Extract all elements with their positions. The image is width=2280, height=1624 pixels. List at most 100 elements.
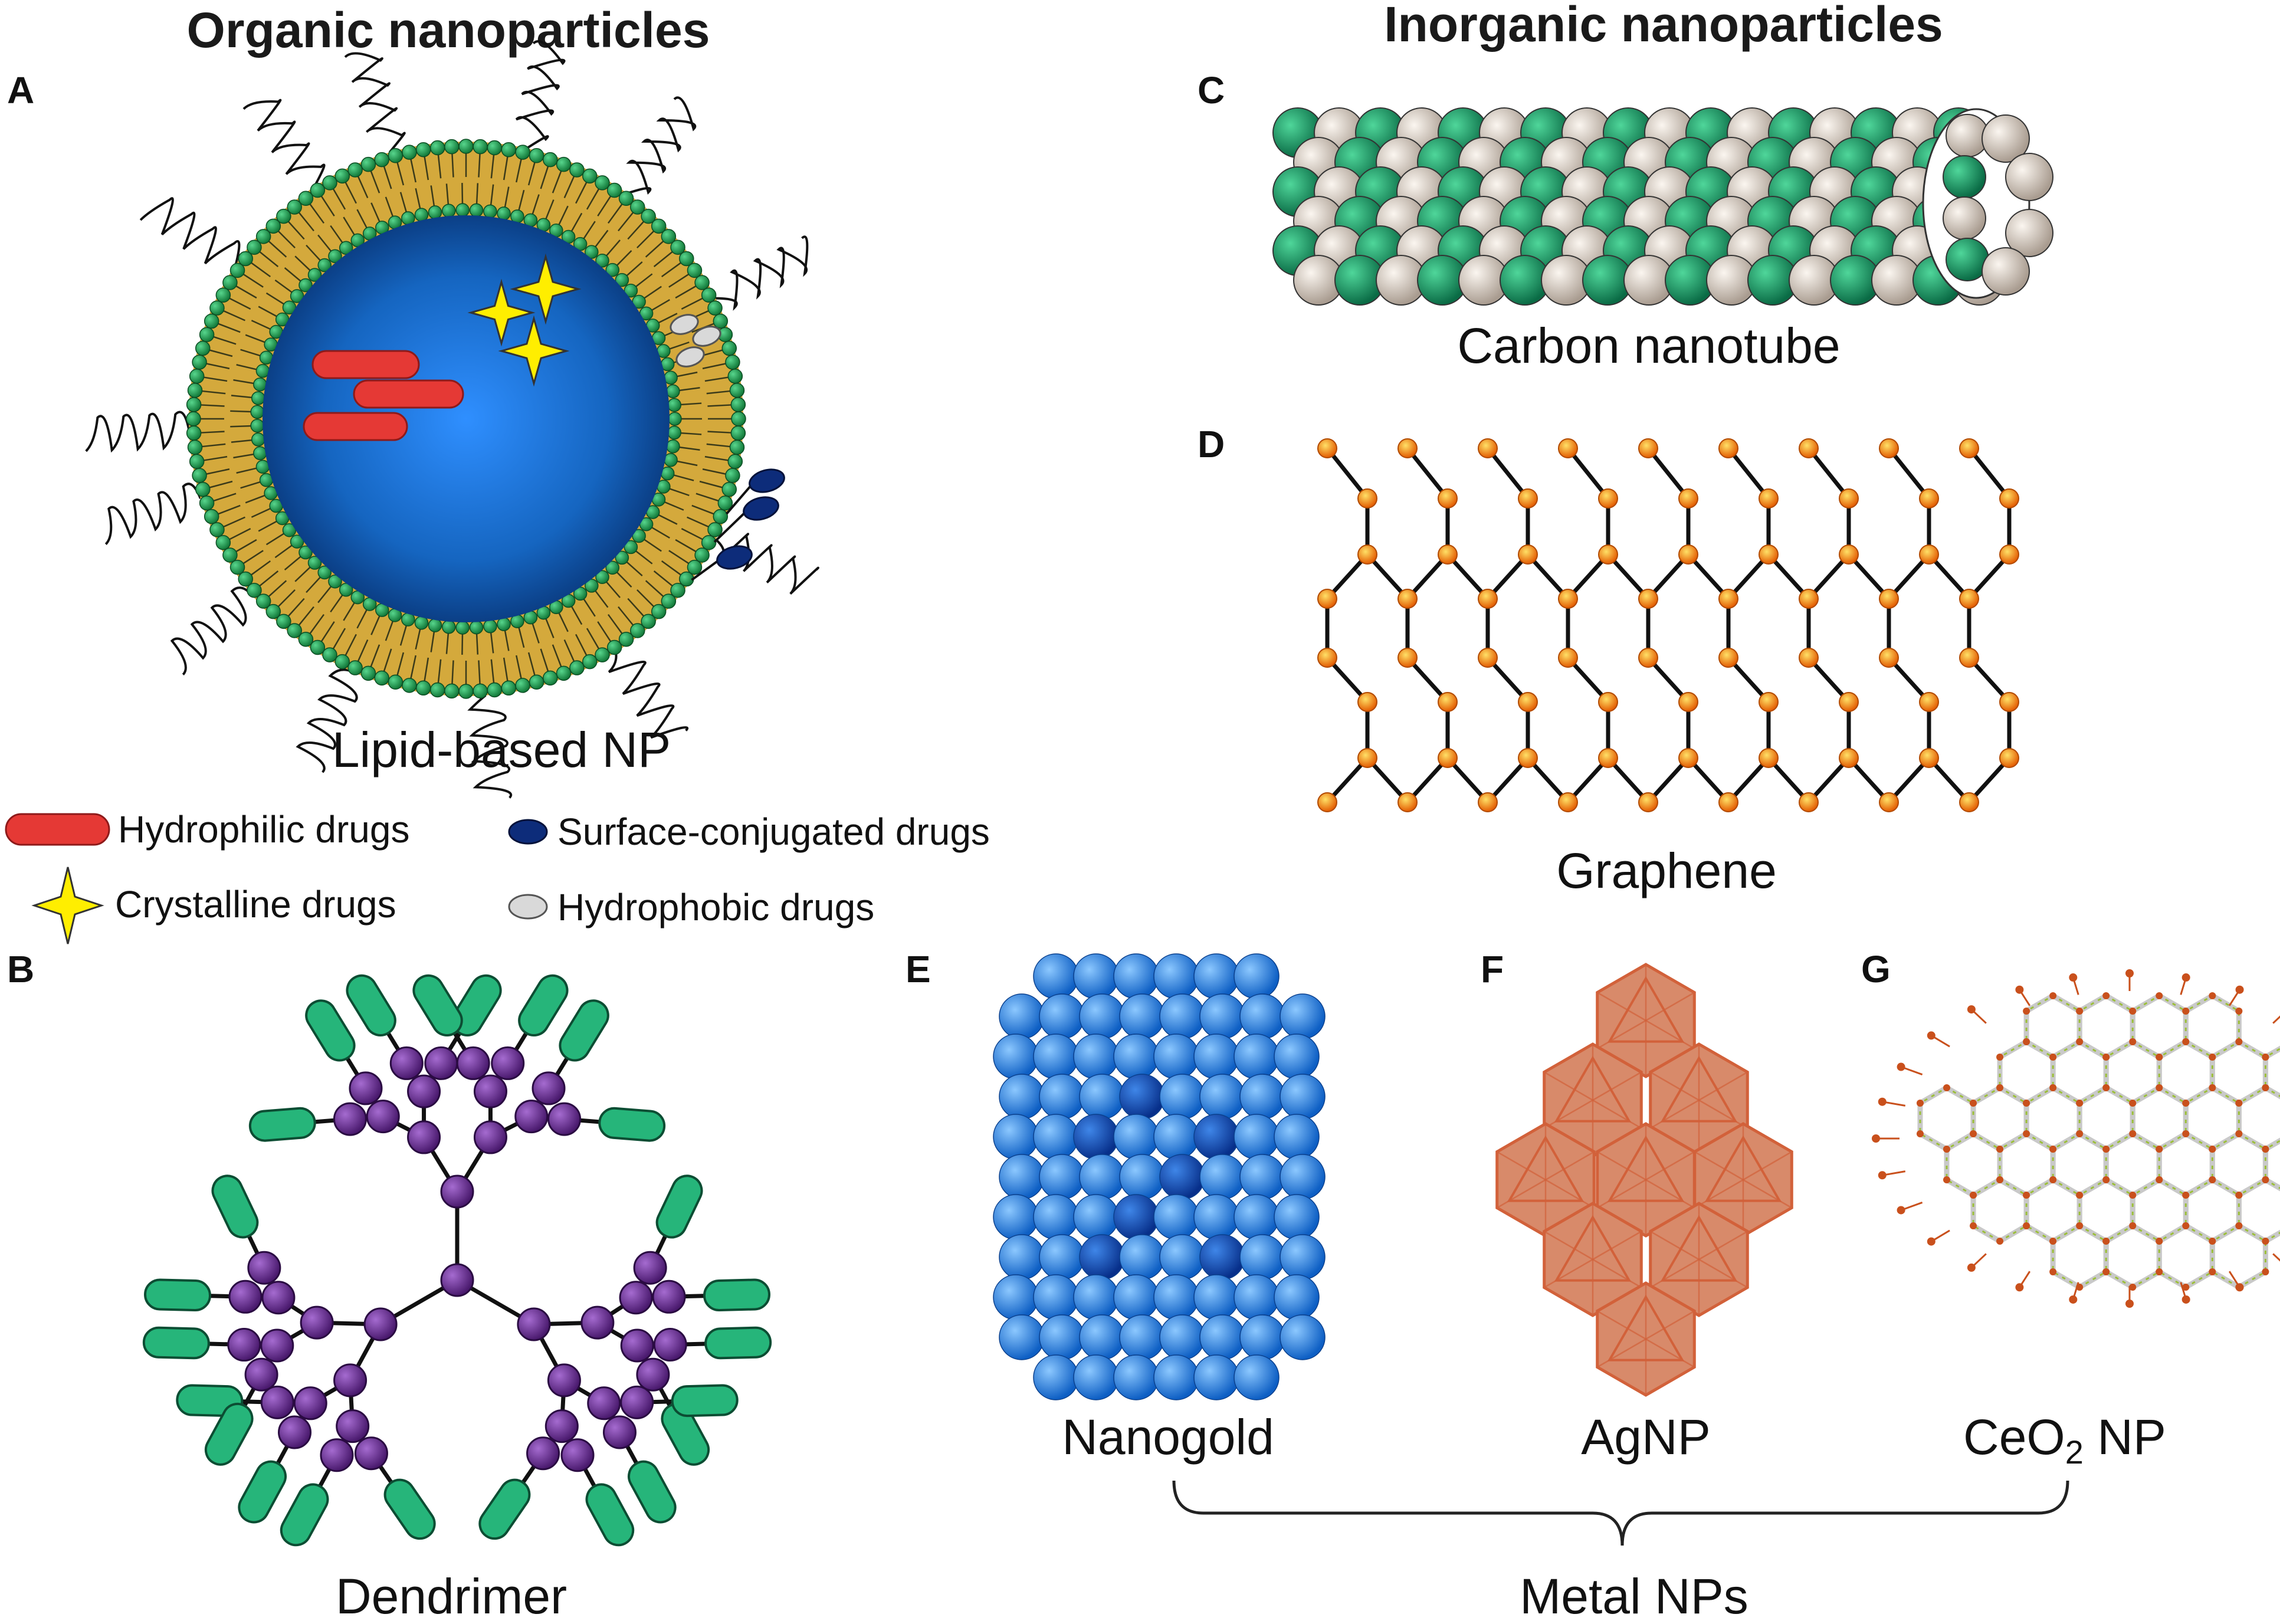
dendrimer-node bbox=[517, 1307, 551, 1341]
lipid-head bbox=[661, 593, 677, 609]
gold-atom bbox=[1033, 1354, 1079, 1400]
dendrimer-node bbox=[526, 1436, 560, 1471]
dendrimer-node bbox=[354, 1436, 388, 1471]
gold-atom bbox=[1159, 1074, 1205, 1120]
gold-atom bbox=[1159, 1234, 1205, 1280]
ag-edge bbox=[1597, 1338, 1646, 1368]
dendrimer-node bbox=[260, 1328, 294, 1363]
lipid-head bbox=[606, 639, 622, 655]
ag-edge bbox=[1698, 1071, 1748, 1101]
panel-letter-a: A bbox=[7, 69, 34, 111]
graphene-atom bbox=[1839, 488, 1859, 508]
lipid-head bbox=[497, 617, 511, 631]
dendrimer-node bbox=[587, 1386, 621, 1420]
dendrimer-node bbox=[560, 1438, 595, 1472]
ceo2-hexagon bbox=[2050, 1222, 2109, 1291]
lipid-head bbox=[679, 251, 694, 267]
nanotube-rim-atom bbox=[2005, 209, 2053, 257]
ag-edge bbox=[1544, 1099, 1593, 1129]
lipid-tail bbox=[696, 493, 722, 503]
surface-drug bbox=[749, 468, 785, 493]
gold-atom bbox=[1113, 1274, 1159, 1320]
graphene-bond bbox=[1566, 447, 1610, 500]
lipid-head bbox=[458, 684, 474, 699]
gold-atom bbox=[1280, 1234, 1326, 1280]
lipid-head bbox=[458, 139, 474, 154]
lipid-head bbox=[307, 268, 322, 282]
gold-atom bbox=[1239, 1154, 1285, 1200]
gold-atom bbox=[1193, 1034, 1239, 1080]
dendrimer-node bbox=[491, 1046, 525, 1080]
gold-atom bbox=[999, 1234, 1045, 1280]
dendrimer-terminal-group bbox=[211, 1174, 259, 1239]
legend-crystalline-label: Crystalline drugs bbox=[115, 883, 396, 926]
lipid-head bbox=[238, 251, 253, 267]
lipid-head bbox=[290, 534, 304, 549]
gold-atom bbox=[1280, 1314, 1326, 1360]
graphene-atom bbox=[1839, 544, 1859, 565]
ceo2-atom bbox=[2235, 985, 2244, 994]
lipid-tail bbox=[704, 376, 731, 382]
ceo2-atom bbox=[2023, 1192, 2030, 1199]
lipid-tail bbox=[274, 279, 295, 295]
lipid-head bbox=[582, 654, 598, 670]
lipid-tail bbox=[286, 219, 305, 240]
ceo2-atom bbox=[2182, 1284, 2190, 1291]
nanotube-rim-atom bbox=[1982, 247, 2030, 296]
lipid-tail bbox=[475, 183, 479, 207]
lipid-head bbox=[251, 391, 265, 405]
dendrimer-terminal-group bbox=[628, 1460, 677, 1524]
lipid-tail bbox=[203, 468, 230, 475]
dendrimer-terminal-group bbox=[451, 974, 502, 1036]
lipid-tail bbox=[517, 189, 525, 214]
ceo2-atom bbox=[2156, 1084, 2163, 1091]
metal-nps-bracket bbox=[1172, 1480, 2069, 1546]
lipid-tail bbox=[286, 598, 305, 619]
ceo2-atom bbox=[2102, 1268, 2110, 1275]
lipid-tail bbox=[645, 580, 666, 599]
graphene-atom bbox=[1919, 488, 1939, 508]
lipid-head bbox=[651, 603, 667, 619]
lipid-tail bbox=[661, 500, 684, 511]
dendrimer-node bbox=[602, 1415, 637, 1449]
lipid-head bbox=[215, 534, 231, 550]
dendrimer-terminal-group bbox=[671, 1384, 739, 1418]
ceo2-atom bbox=[1996, 1146, 2004, 1153]
ag-edge bbox=[1645, 1338, 1695, 1368]
gold-atom bbox=[1039, 1234, 1085, 1280]
graphene-atom bbox=[1397, 438, 1418, 458]
graphene-bond bbox=[1727, 447, 1770, 500]
gold-atom bbox=[1073, 1194, 1119, 1240]
ag-edge bbox=[1544, 1231, 1593, 1261]
ceo2-atom bbox=[2076, 1192, 2084, 1199]
lipid-tail bbox=[661, 560, 684, 578]
lipid-tail bbox=[618, 606, 636, 628]
lipid-tail bbox=[382, 648, 392, 675]
graphene-atom bbox=[1598, 544, 1618, 565]
gold-atom bbox=[1079, 1074, 1125, 1120]
graphene-atom bbox=[1919, 748, 1939, 768]
dendrimer-node bbox=[333, 1363, 368, 1397]
ceo2-atom bbox=[2181, 973, 2190, 982]
dendrimer-node bbox=[424, 1046, 458, 1080]
dendrimer-terminal-group bbox=[518, 974, 569, 1036]
lipid-head bbox=[618, 632, 634, 647]
peg-chains bbox=[85, 40, 819, 799]
lipid-tail bbox=[199, 390, 226, 395]
lipid-tail bbox=[451, 150, 454, 178]
lipid-head bbox=[334, 168, 350, 184]
hydrophobic-drug bbox=[692, 326, 721, 347]
lipid-tail bbox=[516, 655, 523, 682]
lipid-head bbox=[483, 204, 497, 219]
ag-edge bbox=[1743, 1179, 1792, 1209]
lipid-tail bbox=[531, 620, 540, 644]
lipid-tail bbox=[233, 284, 257, 299]
dendrimer-node bbox=[620, 1385, 654, 1419]
graphene-atom bbox=[1638, 438, 1658, 458]
lipid-tail bbox=[478, 660, 481, 687]
gold-atom bbox=[1039, 1314, 1085, 1360]
lipid-head bbox=[701, 287, 717, 303]
dendrimer-terminal-group bbox=[655, 1174, 703, 1239]
lipid-tail bbox=[603, 240, 621, 259]
ceo2-atom bbox=[1970, 1192, 1977, 1199]
